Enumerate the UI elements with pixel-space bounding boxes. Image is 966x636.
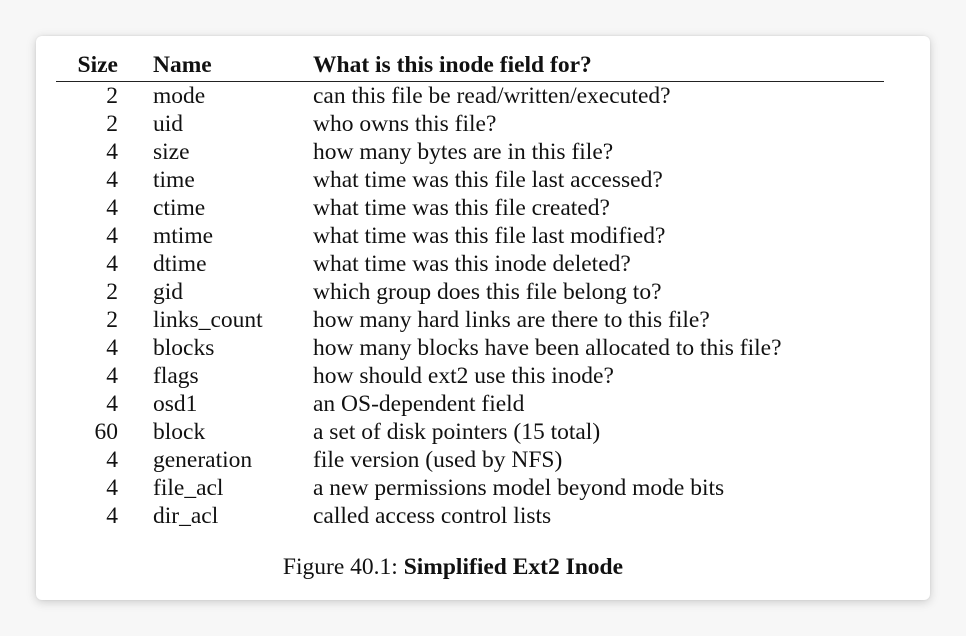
row-size: 4 — [106, 139, 118, 165]
caption-label: Figure 40.1: — [282, 554, 398, 580]
row-name: mode — [153, 83, 206, 109]
row-size: 4 — [106, 223, 118, 249]
row-size: 2 — [106, 279, 118, 305]
table-row: 2 links_count how many hard links are ther… — [36, 306, 930, 334]
row-size: 4 — [106, 475, 118, 501]
row-name: links_count — [153, 307, 263, 333]
header-name: Name — [153, 52, 212, 78]
row-description: what time was this file last accessed? — [313, 167, 663, 193]
row-size: 4 — [106, 391, 118, 417]
table-row: 4 file_acl a new permissions model beyond … — [36, 474, 930, 502]
row-size: 4 — [106, 503, 118, 529]
row-name: file_acl — [153, 475, 224, 501]
header-rule — [56, 81, 884, 82]
row-name: dir_acl — [153, 503, 219, 529]
row-description: who owns this file? — [313, 111, 497, 137]
row-size: 2 — [106, 307, 118, 333]
row-description: an OS-dependent field — [313, 391, 525, 417]
row-description: how many bytes are in this file? — [313, 139, 614, 165]
row-name: block — [153, 419, 206, 445]
table-row: 4 dtime what time was this inode deleted? — [36, 250, 930, 278]
figure-caption: Figure 40.1: Simplified Ext2 Inode — [36, 554, 870, 581]
table-row: 4 ctime what time was this file created? — [36, 194, 930, 222]
row-description: what time was this file last modified? — [313, 223, 666, 249]
row-name: flags — [153, 363, 199, 389]
row-description: what time was this inode deleted? — [313, 251, 631, 277]
row-description: how should ext2 use this inode? — [313, 363, 614, 389]
table-row: 2 gid which group does this file belong to… — [36, 278, 930, 306]
table-row: 4 mtime what time was this file last modif… — [36, 222, 930, 250]
row-size: 4 — [106, 195, 118, 221]
row-name: blocks — [153, 335, 215, 361]
row-description: a set of disk pointers (15 total) — [313, 419, 601, 445]
inode-fields-table: Size Name What is this inode field for? … — [36, 50, 930, 530]
table-row: 60 block a set of disk pointers (15 total) — [36, 418, 930, 446]
table-row: 4 osd1 an OS-dependent field — [36, 390, 930, 418]
table-row: 2 mode can this file be read/written/execu… — [36, 82, 930, 110]
caption-title: Simplified Ext2 Inode — [403, 554, 624, 580]
row-name: time — [153, 167, 195, 193]
table-row: 4 flags how should ext2 use this inode? — [36, 362, 930, 390]
row-name: generation — [153, 447, 253, 473]
row-size: 4 — [106, 251, 118, 277]
row-size: 60 — [94, 419, 119, 445]
table-row: 4 generation file version (used by NFS) — [36, 446, 930, 474]
row-size: 2 — [106, 111, 118, 137]
row-description: which group does this file belong to? — [313, 279, 662, 305]
table-body: 2 mode can this file be read/written/execu… — [36, 82, 930, 530]
row-name: dtime — [153, 251, 207, 277]
table-header-row: Size Name What is this inode field for? — [36, 50, 930, 80]
table-row: 4 time what time was this file last access… — [36, 166, 930, 194]
table-row: 2 uid who owns this file? — [36, 110, 930, 138]
row-name: mtime — [153, 223, 214, 249]
row-description: how many hard links are there to this fi… — [313, 307, 710, 333]
row-size: 4 — [106, 447, 118, 473]
row-description: can this file be read/written/executed? — [313, 83, 671, 109]
header-size: Size — [77, 52, 118, 78]
header-description: What is this inode field for? — [313, 52, 592, 78]
row-size: 2 — [106, 83, 118, 109]
row-description: called access control lists — [313, 503, 552, 529]
row-name: ctime — [153, 195, 206, 221]
table-row: 4 size how many bytes are in this file? — [36, 138, 930, 166]
figure-card: Size Name What is this inode field for? … — [36, 36, 930, 600]
row-name: osd1 — [153, 391, 198, 417]
row-description: file version (used by NFS) — [313, 447, 563, 473]
row-description: what time was this file created? — [313, 195, 610, 221]
row-description: how many blocks have been allocated to t… — [313, 335, 782, 361]
table-row: 4 blocks how many blocks have been allocat… — [36, 334, 930, 362]
row-name: gid — [153, 279, 184, 305]
row-size: 4 — [106, 167, 118, 193]
table-row: 4 dir_acl called access control lists — [36, 502, 930, 530]
row-name: size — [153, 139, 190, 165]
row-name: uid — [153, 111, 184, 137]
row-size: 4 — [106, 363, 118, 389]
row-size: 4 — [106, 335, 118, 361]
row-description: a new permissions model beyond mode bits — [313, 475, 725, 501]
